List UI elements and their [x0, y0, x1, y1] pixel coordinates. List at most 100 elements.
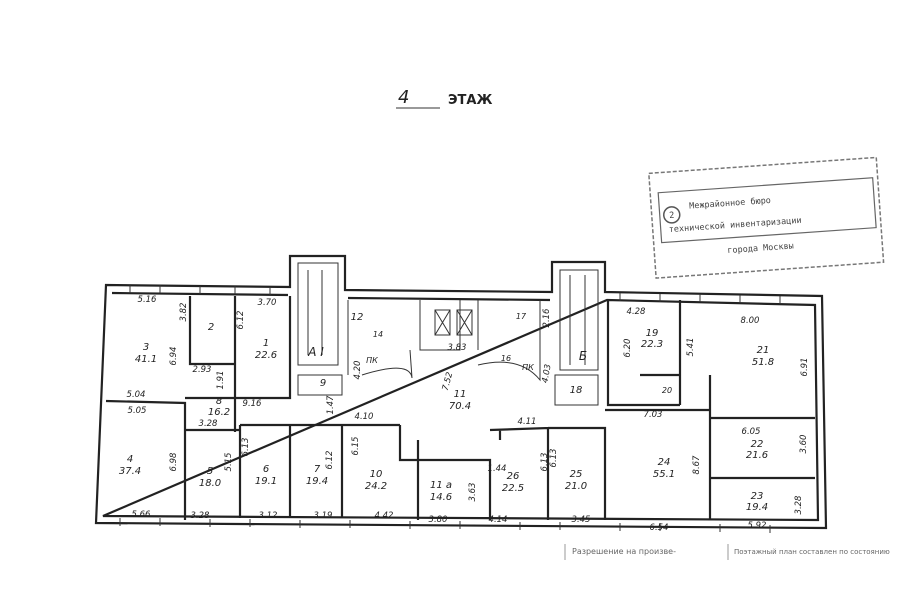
floor-number: 4 [398, 87, 409, 108]
dimension: 2.93 [193, 365, 212, 375]
room-area: 19.4 [746, 502, 768, 513]
dimension: 8.67 [692, 455, 702, 475]
room-area: 22.5 [502, 483, 524, 494]
dimension: 6.98 [169, 452, 179, 472]
room-number: 11 а [430, 480, 452, 491]
stair-a-label: А I [307, 345, 324, 359]
dimension: 5.41 [686, 338, 696, 357]
room-area: 51.8 [752, 357, 774, 368]
room-number: 18 [570, 385, 583, 396]
floor-label: ЭТАЖ [448, 93, 492, 108]
room-number: 20 [662, 386, 672, 395]
room-area: 22.6 [255, 350, 277, 361]
plan-state-note: Поэтажный план составлен по состоянию [734, 548, 890, 556]
room-area: 16.2 [208, 407, 230, 418]
dimension: 5.15 [224, 453, 234, 472]
dimension: 2.16 [542, 308, 552, 328]
stamp-line: технической инвентаризации [668, 216, 801, 235]
room-area: 24.2 [365, 481, 387, 492]
dimension: 6.15 [351, 437, 361, 456]
dimension: 6.13 [241, 438, 251, 457]
footer-notes: Разрешение на произве- Поэтажный план со… [564, 544, 890, 560]
dimension: 3.19 [314, 511, 333, 521]
dimension: 5.05 [128, 406, 147, 416]
dimension-labels: 5.16 3.82 6.94 3.70 6.12 2.93 1.91 5.04 … [127, 295, 810, 533]
dimension: 3.12 [259, 511, 278, 521]
dimension: 7.03 [644, 410, 663, 420]
room-number: 17 [516, 312, 527, 321]
room-number: ПК [522, 363, 534, 372]
stamp-number: 2 [669, 211, 675, 221]
room-number: 24 [658, 457, 671, 468]
dimension: 6.05 [742, 427, 761, 437]
room-number: 10 [370, 469, 383, 480]
dimension: 8.00 [741, 316, 760, 326]
room-number: 16 [501, 354, 511, 363]
room-number: 26 [507, 471, 520, 482]
dimension: 6.12 [325, 451, 335, 470]
dimension: 5.66 [132, 510, 152, 520]
dimension: 7.52 [441, 371, 456, 392]
room-number: 19 [646, 328, 659, 339]
dimension: 6.20 [623, 339, 633, 358]
dimension: 4.11 [518, 417, 537, 427]
dimension: 6.94 [169, 347, 179, 366]
room-number: 3 [143, 342, 149, 353]
room-area: 18.0 [199, 478, 221, 489]
room-area: 22.3 [641, 339, 663, 350]
room-labels: 3 41.1 2 1 22.6 8 16.2 9 4 37.4 5 18.0 6… [119, 312, 774, 513]
floor-title: 4 ЭТАЖ [396, 87, 492, 109]
dimension: 3.28 [199, 419, 219, 429]
dimension: 5.92 [748, 521, 767, 531]
room-area: 41.1 [135, 354, 157, 365]
dimension: 4.28 [627, 307, 647, 317]
room-number: 22 [751, 439, 764, 450]
dimension: 9.16 [243, 399, 263, 409]
bti-stamp: 2 Межрайонное бюро технической инвентари… [647, 156, 885, 279]
dimension: 3.82 [179, 303, 189, 322]
dimension: 6.13 [540, 453, 550, 472]
dimension: 3.45 [572, 515, 591, 525]
dimension: 3.28 [794, 495, 804, 515]
room-area: 55.1 [653, 469, 675, 480]
room-number: 1 [263, 338, 269, 349]
dimension: 3.70 [258, 298, 277, 308]
dimension: 6.13 [549, 449, 559, 468]
room-number: 21 [757, 345, 770, 356]
room-number: 2 [208, 322, 214, 333]
room-number: 9 [320, 378, 326, 389]
dimension: 5.16 [138, 295, 158, 305]
dimension: 4.20 [353, 361, 363, 380]
room-number: 11 [454, 389, 467, 400]
dimension: 3.83 [448, 343, 467, 353]
room-number: 8 [216, 396, 222, 407]
stamp-line: города Москвы [727, 241, 794, 256]
room-area: 21.0 [565, 481, 587, 492]
dimension: 1.47 [326, 395, 336, 415]
dimension: 3.80 [429, 515, 448, 525]
room-area: 21.6 [746, 450, 768, 461]
room-area: 37.4 [119, 466, 141, 477]
room-area: 14.6 [430, 492, 452, 503]
room-number: 5 [207, 466, 213, 477]
room-number: 4 [127, 454, 133, 465]
dimension: 3.28 [191, 511, 211, 521]
dimension: 1.91 [216, 371, 226, 390]
permission-note: Разрешение на произве- [572, 547, 676, 556]
dimension: 4.42 [375, 511, 394, 521]
room-number: 25 [570, 469, 583, 480]
room-number: 7 [314, 464, 321, 475]
stair-b-label: Б [579, 349, 587, 363]
stamp-line: Межрайонное бюро [689, 195, 771, 212]
dimension: 3.63 [468, 483, 478, 502]
room-area: 19.1 [255, 476, 277, 487]
room-number: 23 [751, 491, 764, 502]
room-number: 12 [351, 312, 364, 323]
dimension: 3.60 [799, 435, 809, 454]
room-area: 70.4 [449, 401, 471, 412]
dimension: 4.03 [540, 363, 553, 383]
room-number: ПК [366, 356, 378, 365]
dimension: 1.44 [488, 464, 507, 474]
dimension: 6.54 [650, 523, 669, 533]
